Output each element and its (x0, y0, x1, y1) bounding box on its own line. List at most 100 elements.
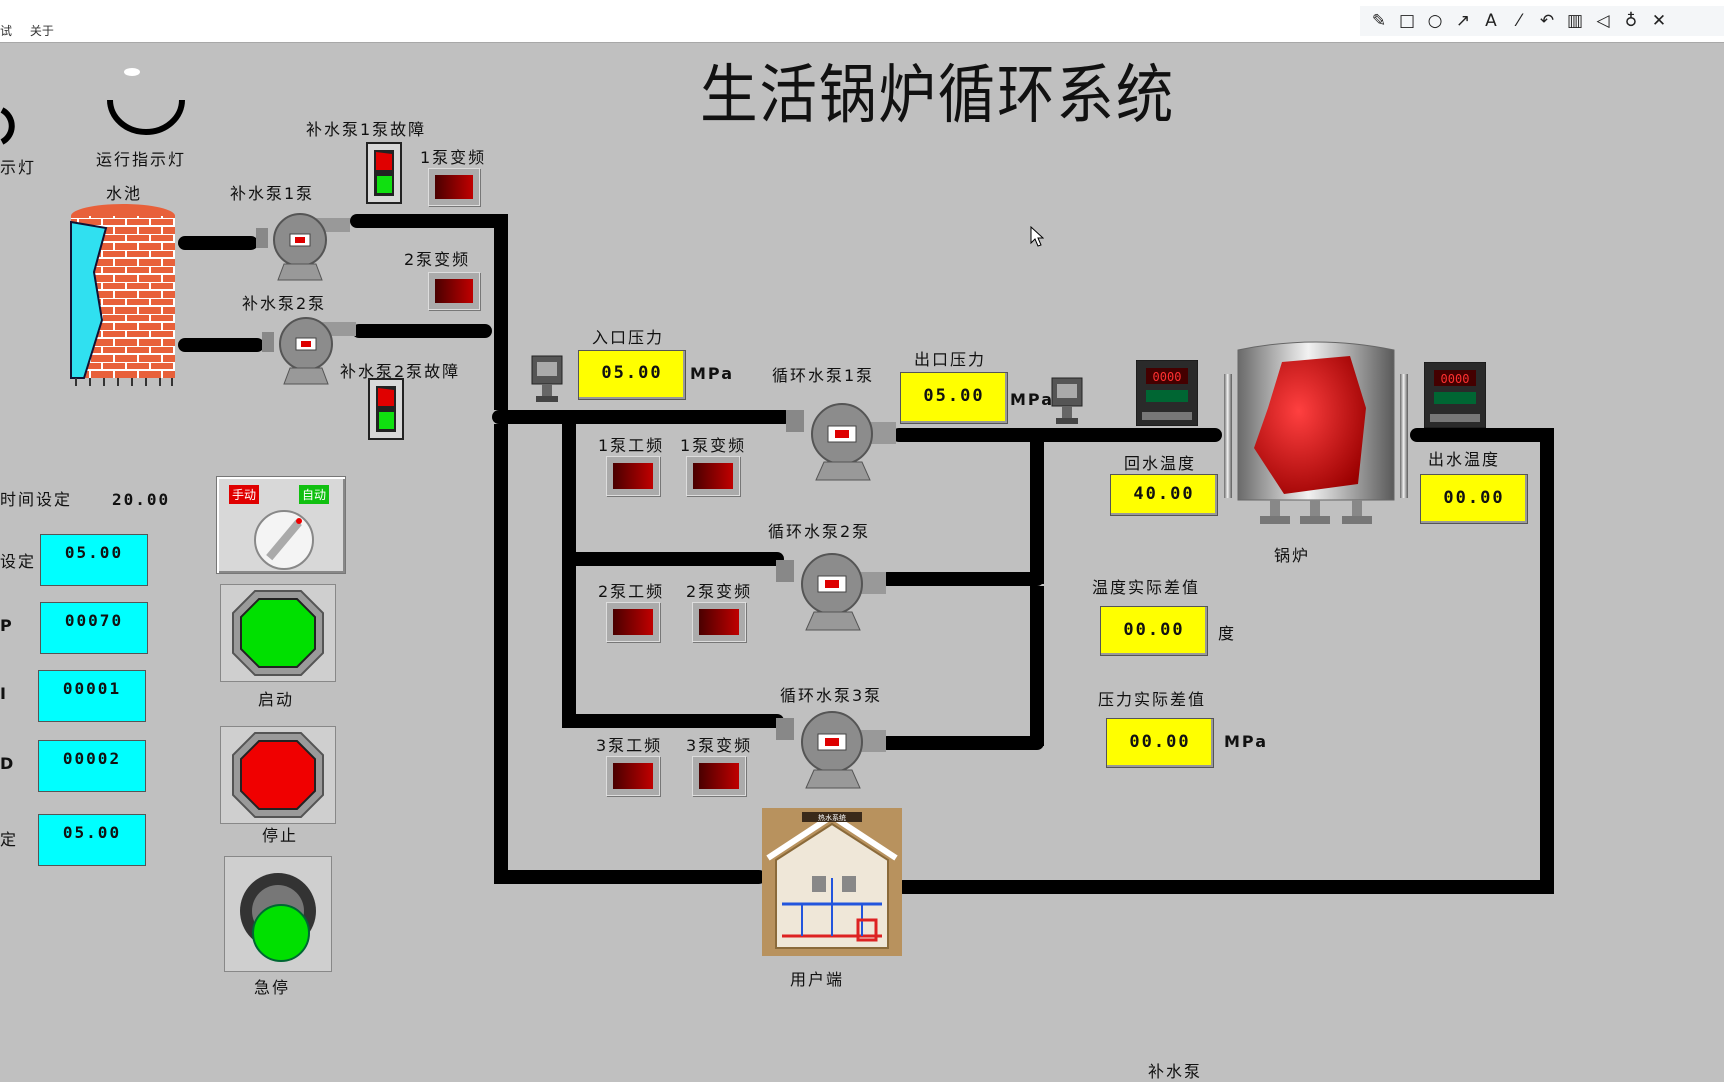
time-setting-value: 20.00 (112, 490, 171, 509)
menu-item-test[interactable]: 试 (0, 24, 13, 38)
text-icon[interactable]: A (1485, 11, 1497, 31)
pipe (352, 324, 492, 338)
pipe (494, 214, 508, 410)
pipe (178, 338, 264, 352)
water-pool-tank (70, 204, 175, 386)
start-label: 启动 (258, 690, 295, 709)
alarm-indicator-lamp (0, 107, 15, 145)
circ-pump1-label: 循环水泵1泵 (772, 366, 875, 385)
pipe (1410, 428, 1554, 442)
outlet-pressure-label: 出口压力 (914, 350, 987, 369)
inlet-pressure-label: 入口压力 (592, 328, 665, 347)
stop-button[interactable] (220, 726, 336, 824)
pipe (1030, 586, 1044, 746)
highlighter-icon[interactable]: ⁄ (1517, 11, 1521, 31)
return-temp-label: 回水温度 (1124, 454, 1197, 473)
makeup-vf2-label: 2泵变频 (404, 250, 471, 269)
indicator-label-partial: 示灯 (0, 158, 37, 177)
makeup-pump2-icon[interactable] (262, 314, 356, 388)
auto-tag: 自动 (299, 485, 330, 504)
setting2-input[interactable]: 05.00 (38, 814, 146, 866)
makeup-pump2-label: 补水泵2泵 (242, 294, 327, 313)
svg-text:0000: 0000 (1153, 370, 1182, 384)
i-input[interactable]: 00001 (38, 670, 146, 722)
circ-pump1-icon[interactable] (786, 398, 896, 484)
return-temp-meter-icon: 0000 (1136, 360, 1198, 426)
setpoint-input[interactable]: 05.00 (40, 534, 148, 586)
circ-p1-pf-label: 1泵工频 (598, 436, 665, 455)
circle-icon[interactable]: ○ (1427, 11, 1443, 31)
d-input[interactable]: 00002 (38, 740, 146, 792)
circ-pump3-icon[interactable] (776, 706, 886, 792)
pipe (1540, 428, 1554, 894)
bottom-makeup-pump-label: 补水泵 (1148, 1062, 1203, 1081)
outlet-pressure-unit: MPa (1010, 390, 1055, 409)
selector-knob-icon (254, 510, 314, 570)
mode-selector-switch[interactable]: 手动 自动 (216, 476, 346, 574)
return-temp-value: 40.00 (1110, 474, 1218, 516)
boiler-icon (1224, 341, 1408, 524)
emergency-stop-button[interactable] (224, 856, 332, 972)
pipe (1030, 438, 1044, 584)
pool-label: 水池 (106, 184, 143, 203)
circ-p2-pf-label: 2泵工频 (598, 582, 665, 601)
circ-p3-vf-lamp (692, 756, 746, 796)
makeup-pump1-icon[interactable] (256, 210, 350, 284)
makeup-vf2-lamp (428, 272, 480, 310)
temp-diff-unit: 度 (1218, 624, 1237, 643)
microphone-icon[interactable]: ♁ (1624, 11, 1638, 31)
pipe (494, 424, 508, 884)
arrow-icon[interactable]: ↗ (1455, 11, 1471, 31)
press-diff-label: 压力实际差值 (1098, 690, 1207, 709)
makeup-pump1-label: 补水泵1泵 (230, 184, 315, 203)
pencil-icon[interactable]: ✎ (1371, 11, 1387, 31)
undo-icon[interactable]: ↶ (1539, 11, 1555, 31)
circ-p2-vf-label: 2泵变频 (686, 582, 753, 601)
press-diff-value: 00.00 (1106, 718, 1214, 768)
mouse-cursor-icon (1030, 226, 1044, 247)
out-temp-label: 出水温度 (1428, 450, 1501, 469)
circ-p3-pf-lamp (606, 756, 660, 796)
pipe (562, 552, 784, 566)
menu-bar: 试 关于 (0, 22, 68, 39)
stop-button-icon (232, 732, 324, 818)
square-icon[interactable]: □ (1398, 11, 1416, 31)
trash-icon[interactable]: ▥ (1566, 11, 1584, 31)
makeup-pump2-fault-label: 补水泵2泵故障 (340, 362, 461, 381)
inlet-pressure-value: 05.00 (578, 350, 686, 400)
start-button[interactable] (220, 584, 336, 682)
pipe (494, 870, 766, 884)
speaker-icon[interactable]: ◁ (1596, 11, 1610, 31)
p-label: P (0, 616, 14, 635)
circ-pump2-icon[interactable] (776, 548, 886, 634)
outlet-pressure-sensor-icon (1051, 377, 1083, 424)
circ-p2-vf-lamp (692, 602, 746, 642)
close-icon[interactable]: ✕ (1651, 11, 1667, 31)
inlet-pressure-sensor-icon (531, 355, 563, 402)
pipe (562, 714, 784, 728)
pipe (892, 428, 1222, 442)
emergency-stop-icon (240, 873, 316, 962)
user-end-sign: 热水系统 (818, 813, 846, 822)
circ-pump3-label: 循环水泵3泵 (780, 686, 883, 705)
circ-pump2-label: 循环水泵2泵 (768, 522, 871, 541)
start-button-icon (232, 590, 324, 676)
pipe (178, 236, 258, 250)
circ-p3-vf-label: 3泵变频 (686, 736, 753, 755)
out-temp-meter-icon: 0000 (1424, 362, 1486, 428)
time-setting-label: 时间设定 (0, 490, 73, 509)
svg-text:0000: 0000 (1441, 372, 1470, 386)
circ-p3-pf-label: 3泵工频 (596, 736, 663, 755)
menu-item-about[interactable]: 关于 (29, 24, 54, 38)
circ-p1-vf-lamp (686, 456, 740, 496)
out-temp-value: 00.00 (1420, 474, 1528, 524)
pipe (880, 736, 1044, 750)
run-indicator-lamp (107, 68, 185, 135)
inlet-pressure-unit: MPa (690, 364, 735, 383)
pump1-fault-switch[interactable] (366, 142, 402, 204)
temp-diff-label: 温度实际差值 (1092, 578, 1201, 597)
p-input[interactable]: 00070 (40, 602, 148, 654)
pump2-fault-switch[interactable] (368, 378, 404, 440)
run-indicator-label: 运行指示灯 (96, 150, 187, 169)
outlet-pressure-value: 05.00 (900, 372, 1008, 424)
